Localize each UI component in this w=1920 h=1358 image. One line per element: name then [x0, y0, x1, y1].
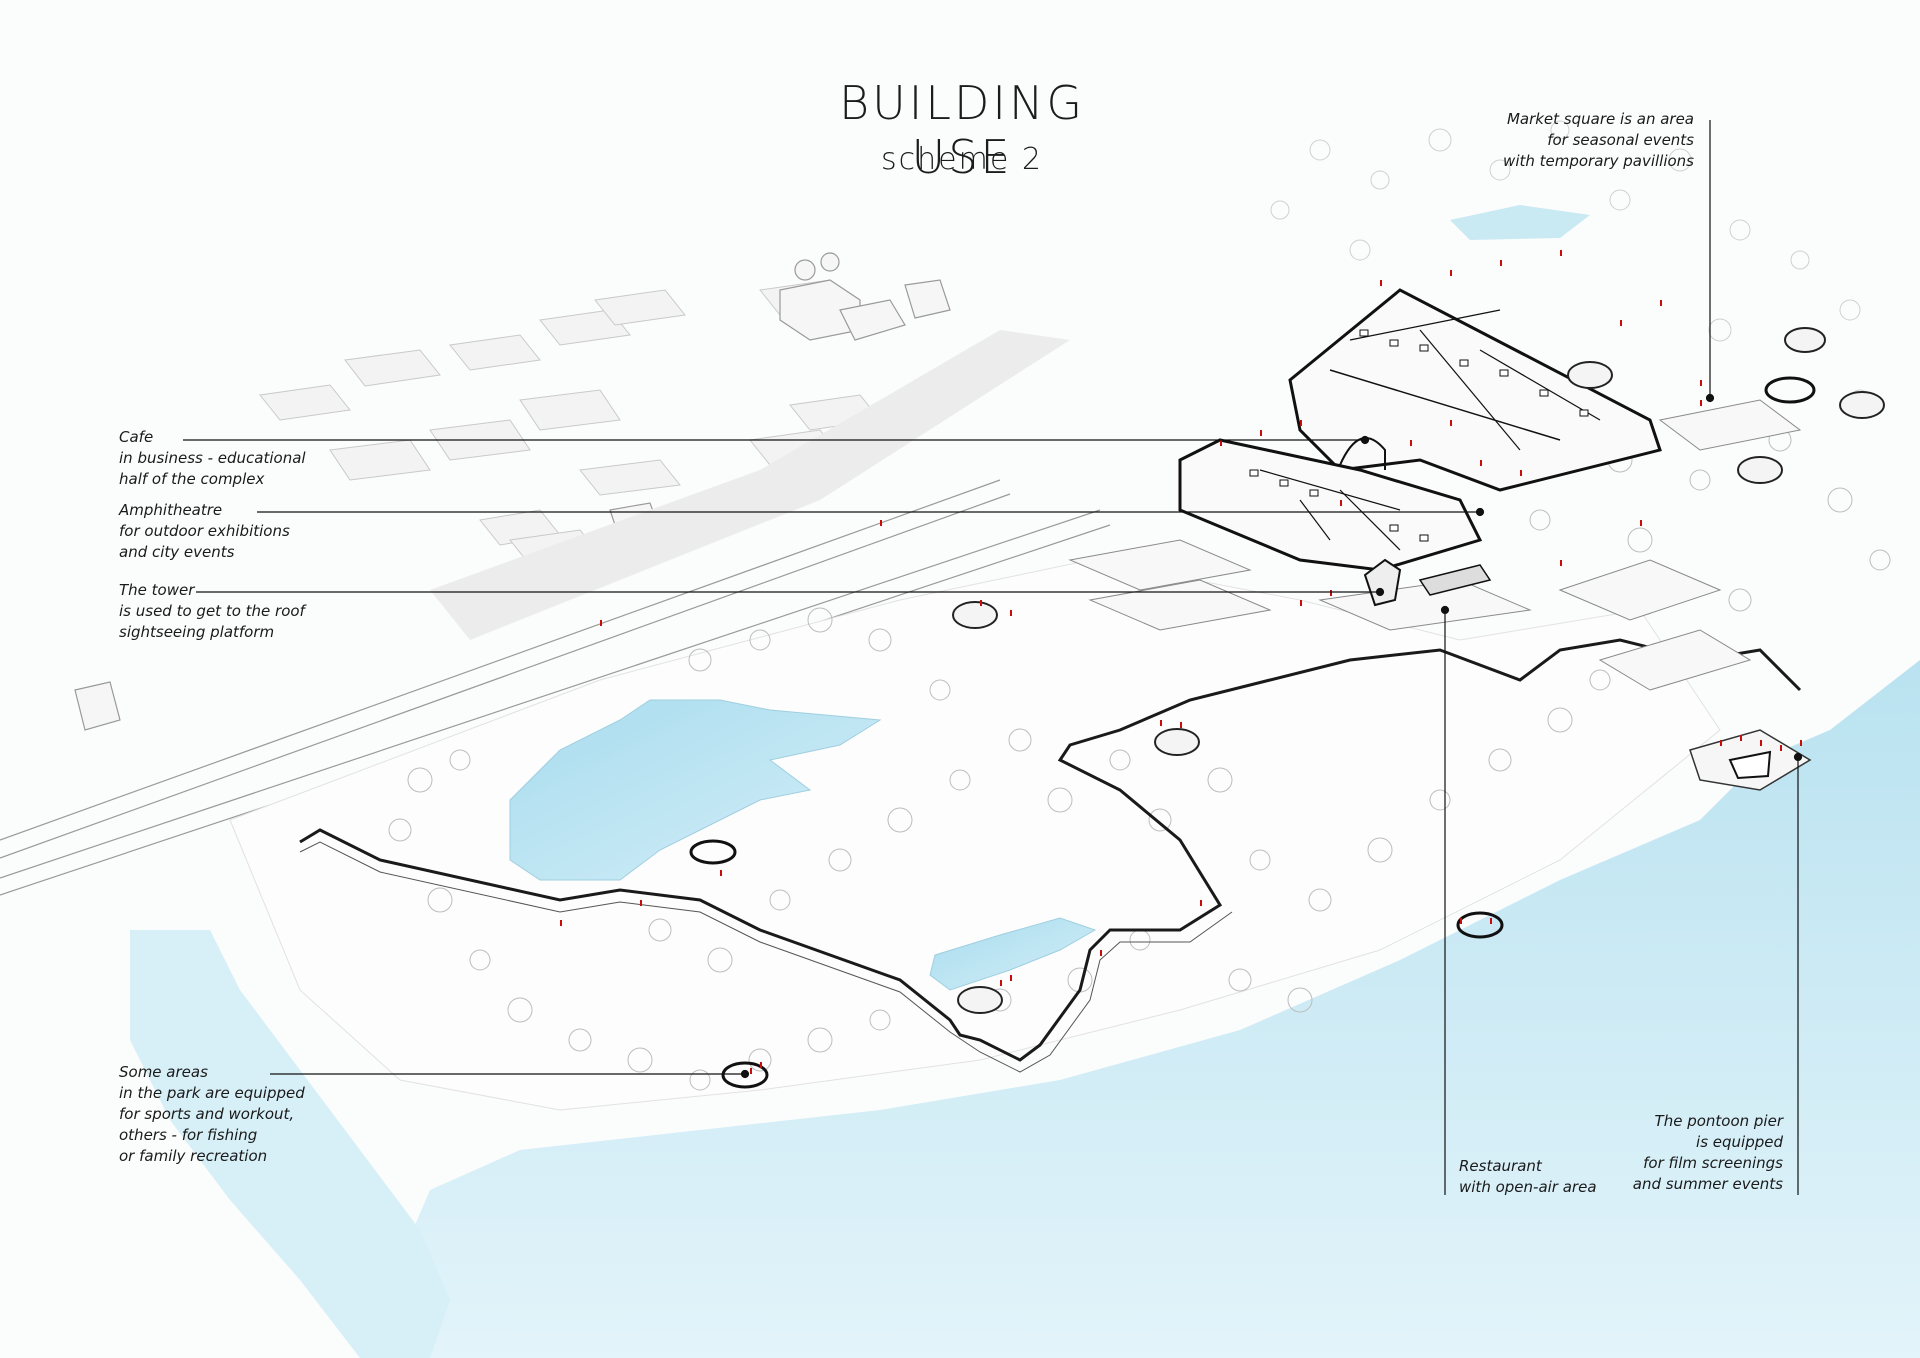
callout-line: Amphitheatre — [119, 501, 223, 519]
upper-trees — [1270, 120, 1871, 411]
activity-rings — [689, 376, 1816, 1089]
promenade-path-edge — [299, 841, 1233, 1073]
leader-lines — [183, 120, 1803, 1195]
callout-line: Cafe — [119, 428, 154, 446]
callout-park-areas: Some areas in the park are equipped for … — [119, 1062, 305, 1167]
page-subtitle: scheme 2 — [881, 142, 1043, 177]
tower — [1363, 558, 1402, 607]
callout-line: with open-air area — [1459, 1178, 1597, 1196]
callout-line: others - for fishing — [119, 1126, 258, 1144]
callout-market-square: Market square is an area for seasonal ev… — [1503, 109, 1694, 172]
callout-line: and summer events — [1632, 1175, 1783, 1193]
callout-line: Restaurant — [1459, 1157, 1542, 1175]
callout-line: for outdoor exhibitions — [119, 522, 290, 540]
park-ground — [229, 559, 1721, 1111]
callout-line: in business - educational — [119, 449, 306, 467]
callout-line: with temporary pavillions — [1503, 152, 1694, 170]
callout-line: for seasonal events — [1547, 131, 1694, 149]
callout-line: for sports and workout, — [119, 1105, 295, 1123]
callout-line: sightseeing platform — [119, 623, 275, 641]
callout-line: Some areas — [119, 1063, 208, 1081]
callout-line: is used to get to the roof — [119, 602, 305, 620]
promenade-path — [299, 638, 1802, 1062]
callout-line: The pontoon pier — [1654, 1112, 1783, 1130]
callout-line: The tower — [119, 581, 195, 599]
callout-cafe: Cafe in business - educational half of t… — [119, 427, 306, 490]
building-upper-wing — [1288, 288, 1662, 492]
page-title: BUILDING USE — [838, 76, 1086, 184]
callout-tower: The tower is used to get to the roof sig… — [119, 580, 305, 643]
callout-line: half of the complex — [119, 470, 265, 488]
callout-line: in the park are equipped — [119, 1084, 305, 1102]
callout-line: and city events — [119, 543, 235, 561]
callout-pontoon-pier: The pontoon pier is equipped for film sc… — [1633, 1111, 1783, 1195]
callout-line: is equipped — [1696, 1133, 1783, 1151]
left-canal — [130, 930, 450, 1358]
skylights — [1249, 329, 1589, 542]
people-marks — [560, 250, 1802, 1074]
callout-amphitheatre: Amphitheatre for outdoor exhibitions and… — [119, 500, 290, 563]
upper-pond — [1450, 205, 1590, 240]
small-lake — [929, 917, 1097, 991]
pavilions — [952, 327, 1885, 1014]
big-lake — [509, 699, 882, 881]
callout-line: for film screenings — [1643, 1154, 1783, 1172]
embankment-shadow — [430, 330, 1070, 640]
river — [400, 660, 1920, 1358]
callout-restaurant: Restaurant with open-air area — [1459, 1156, 1597, 1198]
callout-line: or family recreation — [119, 1147, 268, 1165]
restaurant-terrace — [1418, 564, 1492, 596]
callout-line: Market square is an area — [1506, 110, 1694, 128]
